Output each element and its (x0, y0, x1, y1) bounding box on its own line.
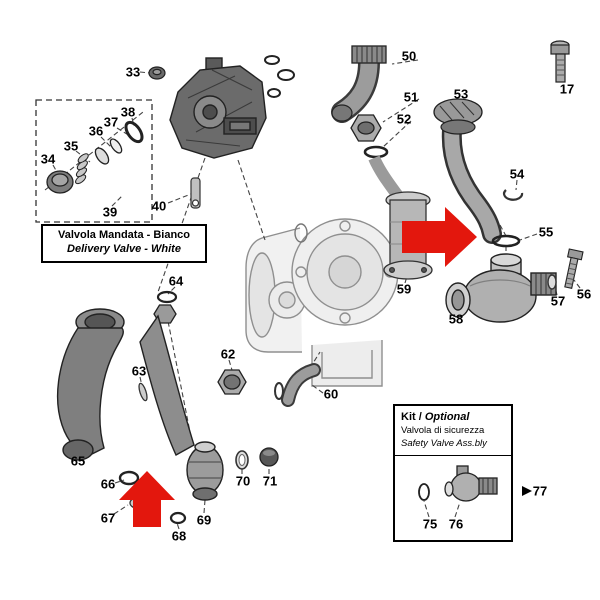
part-50-elbow (331, 45, 387, 123)
pump-head-orings (264, 55, 295, 98)
kit-box-text: Kit / Optional Valvola di sicurezza Safe… (395, 406, 511, 457)
part-70-ring (235, 450, 249, 470)
delivery-valve-label-en: Delivery Valve - White (67, 242, 181, 255)
part-33-nut (148, 66, 166, 80)
part-40-bracket (190, 177, 201, 209)
delivery-valve-label-box: Valvola Mandata - Bianco Delivery Valve … (41, 224, 207, 263)
part-71-plug (259, 447, 279, 467)
part-52-oring (363, 145, 389, 159)
delivery-valve-dashed-box (35, 99, 153, 223)
kit-title-prefix: Kit / (401, 411, 425, 423)
part-63-pin (138, 382, 148, 402)
delivery-valve-label-it: Valvola Mandata - Bianco (57, 229, 191, 241)
part-53-tube (433, 98, 502, 244)
part-51-nut (350, 114, 382, 142)
part-66-oring (118, 470, 140, 486)
delivery-valve-stack (46, 120, 144, 194)
part-54-clip (503, 189, 524, 201)
kit-title-suffix: Optional (424, 411, 470, 423)
pump-head-part (169, 57, 267, 159)
part-58-valve (445, 253, 557, 323)
red-arrow-up-icon (119, 471, 175, 527)
part-56-bolt (564, 248, 584, 289)
kit-safety-valve-parts (418, 465, 498, 502)
part-60-elbow (274, 363, 321, 407)
part-57-washer (547, 274, 557, 290)
kit-optional-box: Kit / Optional Valvola di sicurezza Safe… (393, 404, 513, 542)
part-62-nut (217, 369, 247, 395)
kit-pointer-icon (522, 486, 532, 496)
part-64-fitting (153, 290, 178, 324)
part-55-oring (491, 234, 521, 248)
kit-subtitle-it: Valvola di sicurezza (401, 424, 485, 436)
part-17-bolt (550, 40, 570, 83)
pump-manifold-ghost (245, 218, 399, 387)
kit-title: Kit / Optional (401, 410, 505, 425)
red-arrow-right-icon (402, 207, 477, 267)
part-68-oring (169, 511, 187, 525)
kit-subtitle-en: Safety Valve Ass.bly (401, 437, 487, 449)
part-65-suction-assembly (56, 308, 224, 501)
